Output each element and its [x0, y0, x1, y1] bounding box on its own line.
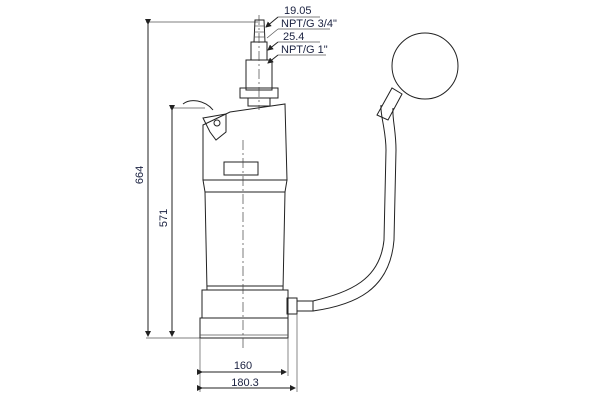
- body-height-label: 571: [158, 209, 170, 227]
- dimension-overall-height: 664: [134, 19, 258, 339]
- small-connection-thread: NPT/G 3/4": [281, 18, 337, 30]
- dimension-body-height: 571: [158, 105, 205, 337]
- pump-body: [182, 15, 314, 350]
- large-connection-thread: NPT/G 1": [281, 44, 328, 56]
- overall-height-label: 664: [134, 166, 146, 184]
- dimension-body-diameter: 160: [197, 314, 298, 392]
- float-switch: [312, 32, 459, 312]
- callout-connection-small: 19.05 NPT/G 3/4": [265, 5, 337, 39]
- dimension-overall-width: 180.3: [197, 377, 296, 391]
- small-connection-size: 19.05: [284, 5, 312, 17]
- callout-connection-large: 25.4 NPT/G 1": [267, 31, 328, 64]
- body-diameter-label: 160: [234, 360, 252, 372]
- overall-width-label: 180.3: [231, 377, 259, 389]
- large-connection-size: 25.4: [283, 31, 304, 43]
